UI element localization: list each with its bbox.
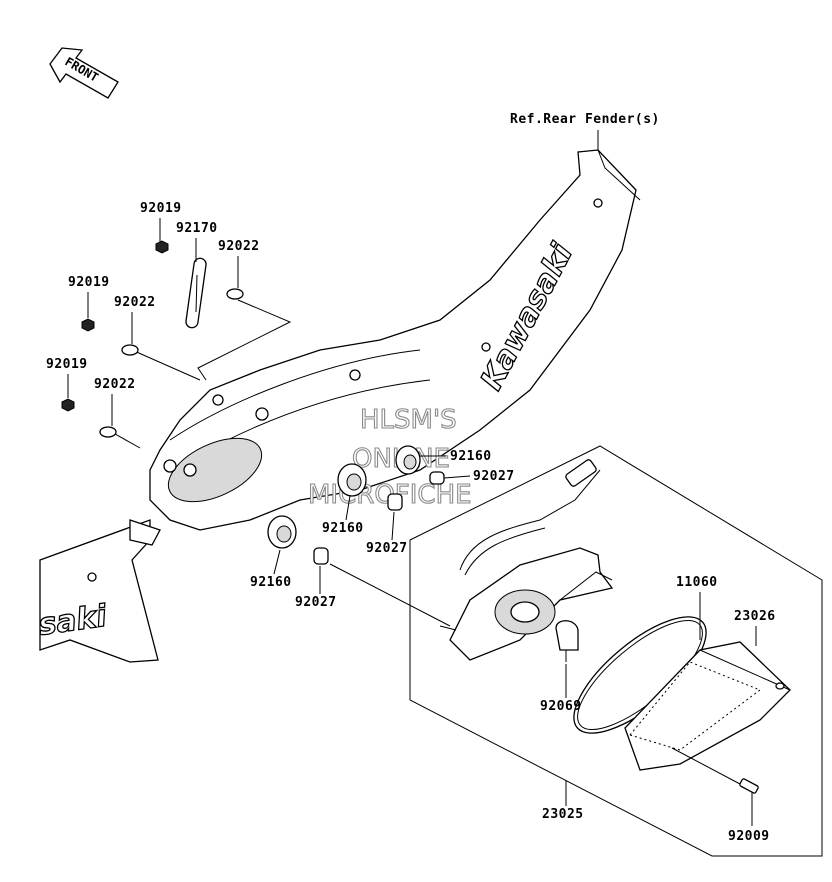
bulb-icon	[555, 620, 579, 662]
part-labels: 92019 92170 92022 92019 92022 92019 9202…	[46, 201, 776, 844]
ref-rear-fender-label: Ref.Rear Fender(s)	[510, 112, 660, 127]
part-label-92009: 92009	[728, 829, 770, 844]
part-label-92160: 92160	[250, 575, 292, 590]
part-label-92019: 92019	[140, 201, 182, 216]
tail-lamp-group-outline	[409, 445, 823, 857]
part-label-11060: 11060	[676, 575, 718, 590]
part-label-92027: 92027	[295, 595, 337, 610]
screw	[671, 747, 759, 794]
part-label-92022: 92022	[94, 377, 136, 392]
part-label-92160: 92160	[322, 521, 364, 536]
hardware-leader-2	[131, 349, 201, 381]
part-label-92019: 92019	[46, 357, 88, 372]
part-label-92022: 92022	[218, 239, 260, 254]
part-label-23026: 23026	[734, 609, 776, 624]
hardware-leader-1	[197, 299, 292, 381]
part-label-92027: 92027	[473, 469, 515, 484]
part-label-92022: 92022	[114, 295, 156, 310]
part-label-92019: 92019	[68, 275, 110, 290]
label-leaders	[67, 218, 757, 826]
part-label-23025: 23025	[542, 807, 584, 822]
tail-lamp-housing	[329, 459, 614, 661]
part-label-92160: 92160	[450, 449, 492, 464]
lower-side-cover: saki	[36, 519, 159, 663]
part-label-92069: 92069	[540, 699, 582, 714]
svg-text:HLSM'S: HLSM'S	[360, 405, 457, 435]
part-label-92170: 92170	[176, 221, 218, 236]
part-label-92027: 92027	[366, 541, 408, 556]
hardware-left	[61, 240, 244, 438]
front-arrow-icon: FRONT	[49, 47, 119, 99]
tail-lens	[624, 641, 791, 771]
